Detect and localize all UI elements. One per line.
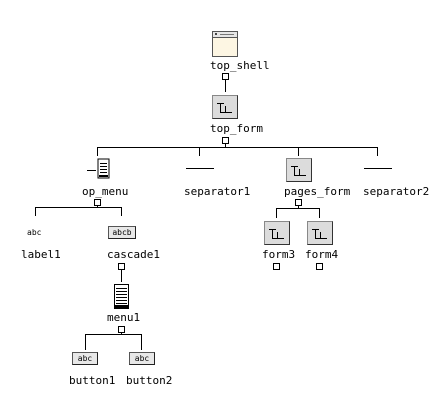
label-icon[interactable]: abc [27,228,42,237]
node-label-top-form[interactable]: top_form [210,122,263,135]
node-label-form4[interactable]: form4 [305,248,339,261]
collapse-toggle-op-menu[interactable] [94,199,101,206]
cascade-button-icon[interactable]: abcb [108,226,136,239]
option-menu-icon[interactable] [85,158,111,182]
collapse-toggle-cascade1[interactable] [118,263,125,270]
shell-window-icon[interactable] [212,31,238,57]
node-label-label1[interactable]: label1 [21,248,61,261]
node-label-menu1[interactable]: menu1 [107,311,141,324]
separator-icon[interactable] [186,168,214,169]
collapse-toggle-pages-form[interactable] [295,199,302,206]
expand-toggle-form4[interactable] [316,263,323,270]
node-label-cascade1[interactable]: cascade1 [107,248,160,261]
separator-icon[interactable] [364,168,392,169]
form-container-icon[interactable] [212,95,238,119]
expand-toggle-form3[interactable] [273,263,280,270]
form-container-icon[interactable] [307,221,333,245]
menu-icon[interactable] [112,284,132,310]
collapse-toggle-top-shell[interactable] [222,73,229,80]
collapse-toggle-top-form[interactable] [222,137,229,144]
push-button-icon[interactable]: abc [72,352,98,365]
node-label-op-menu[interactable]: op_menu [82,185,129,198]
node-label-separator2[interactable]: separator2 [363,185,430,198]
form-container-icon[interactable] [264,221,290,245]
node-label-pages-form[interactable]: pages_form [284,185,351,198]
collapse-toggle-menu1[interactable] [118,326,125,333]
form-container-icon[interactable] [286,158,312,182]
push-button-icon[interactable]: abc [129,352,155,365]
node-label-form3[interactable]: form3 [262,248,296,261]
node-label-top-shell[interactable]: top_shell [210,59,270,72]
node-label-separator1[interactable]: separator1 [184,185,251,198]
node-label-button2[interactable]: button2 [126,374,173,387]
node-label-button1[interactable]: button1 [69,374,116,387]
